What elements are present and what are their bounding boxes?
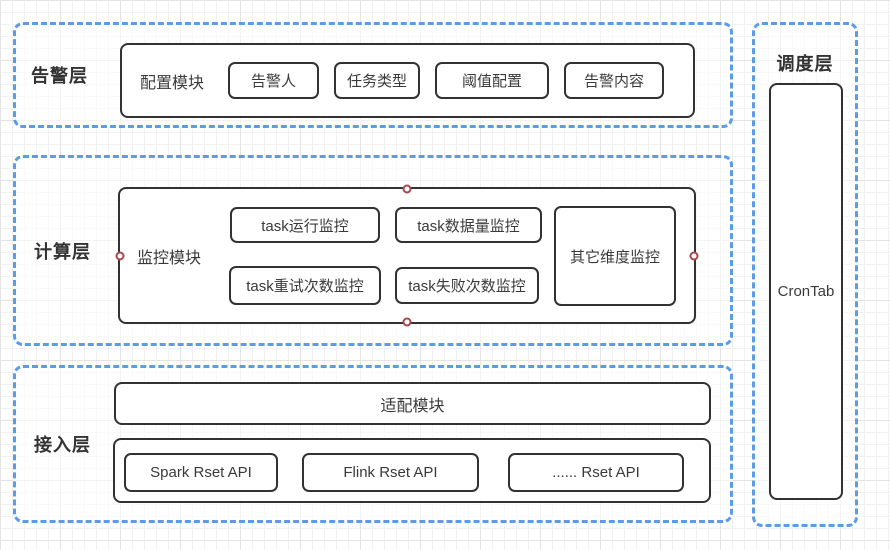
- layer-schedule-label: 调度层: [776, 54, 834, 74]
- config-module-label: 配置模块: [140, 74, 205, 92]
- other-dimension-monitor-box[interactable]: 其它维度监控: [554, 206, 676, 306]
- spark-rest-api-box[interactable]: Spark Rset API: [124, 453, 278, 492]
- layer-alert-container[interactable]: 告警层 配置模块 告警人 任务类型 阈值配置 告警内容: [13, 22, 733, 128]
- other-dimension-monitor-label: 其它维度监控: [569, 248, 660, 266]
- alert-receiver-box[interactable]: 告警人: [228, 62, 320, 99]
- task-fail-monitor-box[interactable]: task失败次数监控: [395, 267, 539, 304]
- spark-rest-api-label: Spark Rset API: [150, 464, 252, 481]
- connection-point-left-icon[interactable]: [115, 251, 125, 260]
- task-retry-monitor-box[interactable]: task重试次数监控: [229, 266, 381, 305]
- layer-access-container[interactable]: 接入层 适配模块 Spark Rset API Flink Rset API .…: [13, 365, 733, 523]
- monitor-module-label: 监控模块: [137, 249, 202, 267]
- threshold-config-box[interactable]: 阈值配置: [435, 62, 550, 99]
- adapter-module-box[interactable]: 适配模块: [114, 382, 711, 425]
- layer-compute-container[interactable]: 计算层 监控模块 task运行监控 task数据量监控 task重试次数监控 t…: [13, 155, 733, 346]
- crontab-label: CronTab: [777, 283, 835, 300]
- layer-access-label: 接入层: [34, 435, 91, 455]
- flink-rest-api-label: Flink Rset API: [343, 464, 438, 481]
- alert-content-label: 告警内容: [584, 73, 645, 90]
- task-fail-monitor-label: task失败次数监控: [408, 278, 526, 295]
- other-rest-api-box[interactable]: ...... Rset API: [508, 453, 684, 492]
- api-group-box[interactable]: Spark Rset API Flink Rset API ...... Rse…: [113, 438, 711, 503]
- alert-content-box[interactable]: 告警内容: [564, 62, 665, 99]
- layer-schedule-container[interactable]: 调度层 CronTab: [752, 22, 858, 527]
- task-datavolume-monitor-label: task数据量监控: [417, 217, 520, 235]
- task-retry-monitor-label: task重试次数监控: [246, 278, 364, 295]
- connection-point-top-icon[interactable]: [402, 184, 412, 194]
- threshold-config-label: 阈值配置: [462, 73, 523, 90]
- adapter-module-label: 适配模块: [380, 397, 445, 415]
- layer-alert-label: 告警层: [31, 66, 88, 86]
- task-run-monitor-label: task运行监控: [261, 217, 349, 235]
- config-module-box[interactable]: 配置模块 告警人 任务类型 阈值配置 告警内容: [120, 43, 695, 118]
- crontab-box[interactable]: CronTab: [769, 83, 843, 500]
- flink-rest-api-box[interactable]: Flink Rset API: [302, 453, 479, 492]
- other-rest-api-label: ...... Rset API: [552, 464, 640, 481]
- connection-point-bottom-icon[interactable]: [402, 317, 412, 327]
- layer-compute-label: 计算层: [34, 241, 91, 262]
- alert-receiver-label: 告警人: [251, 73, 297, 90]
- task-datavolume-monitor-box[interactable]: task数据量监控: [395, 207, 542, 243]
- connection-point-right-icon[interactable]: [689, 251, 699, 260]
- task-run-monitor-box[interactable]: task运行监控: [230, 207, 380, 243]
- task-type-box[interactable]: 任务类型: [334, 62, 421, 99]
- monitor-module-box[interactable]: 监控模块 task运行监控 task数据量监控 task重试次数监控 task失…: [115, 184, 699, 327]
- task-type-label: 任务类型: [347, 73, 408, 90]
